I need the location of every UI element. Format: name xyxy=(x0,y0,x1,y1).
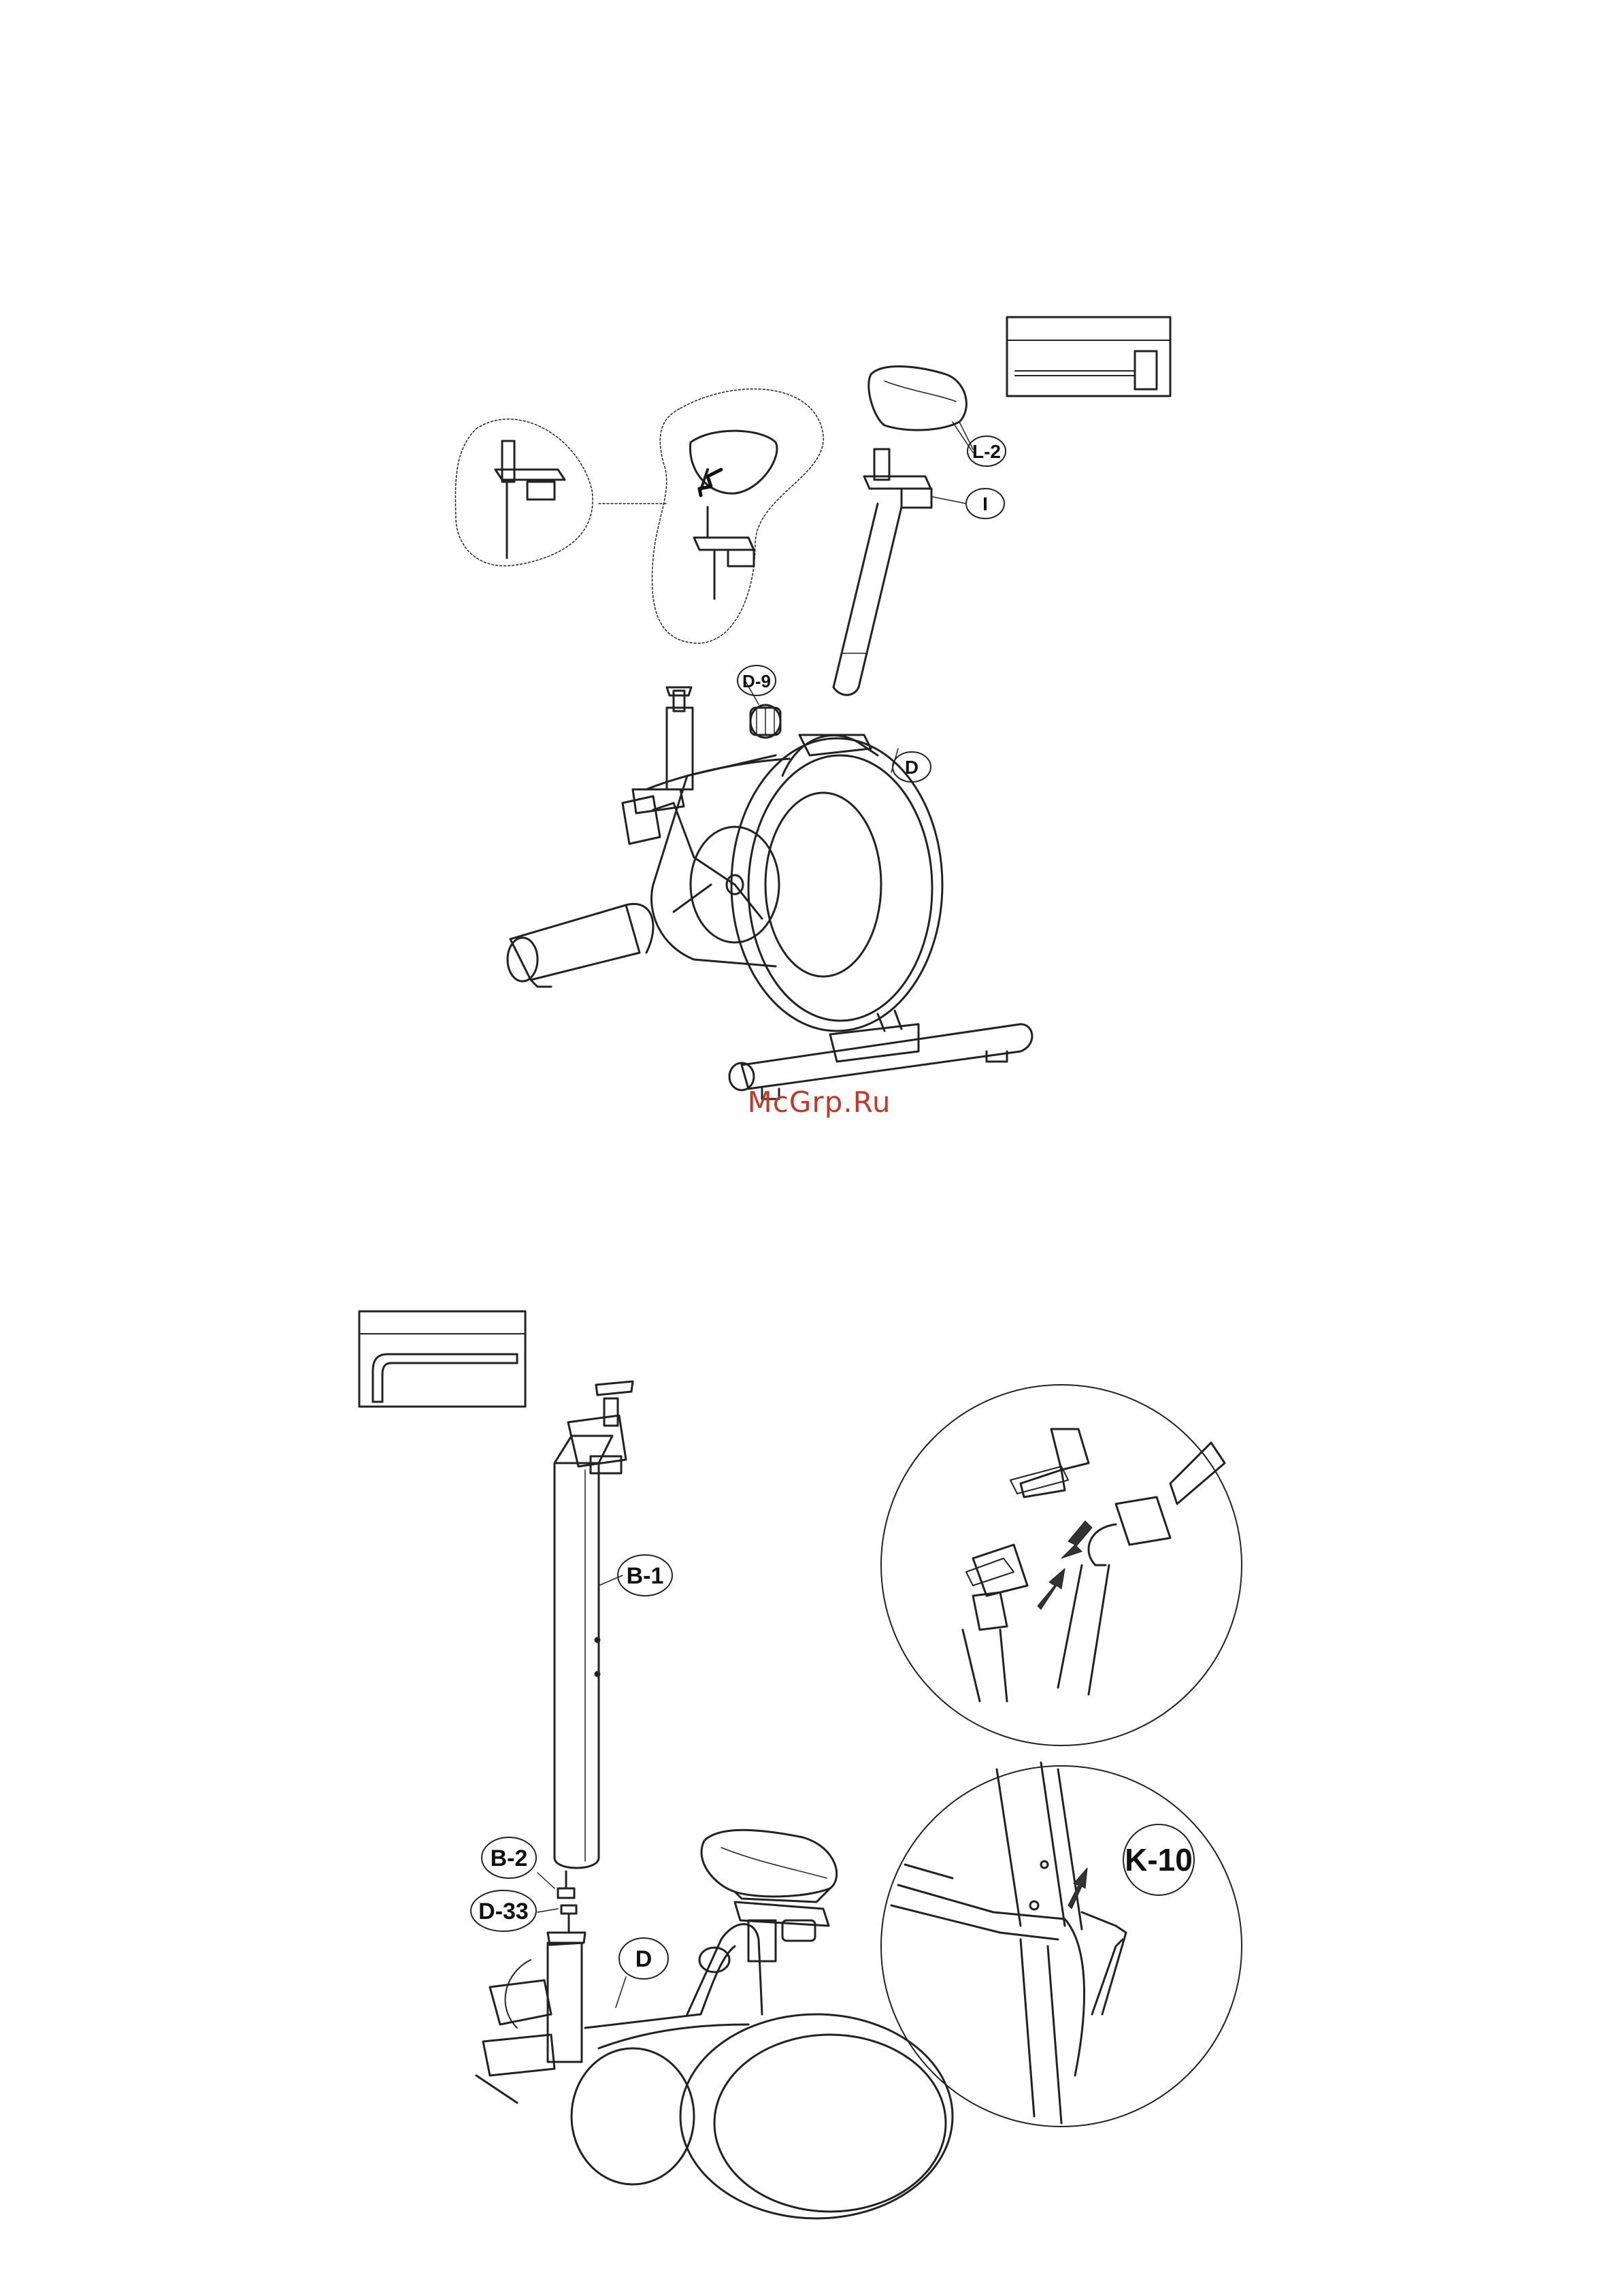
handlebar-post-step1 xyxy=(623,687,693,844)
bolt-detail xyxy=(881,1762,1242,2127)
svg-text:D: D xyxy=(635,1946,652,1972)
seat-post xyxy=(833,504,902,695)
callout-k10: K-10 xyxy=(1123,1824,1194,1895)
callout-b1: B-1 xyxy=(618,1555,672,1596)
callout-i: I xyxy=(966,489,1004,519)
arrow-down-icon xyxy=(1061,1521,1092,1558)
step2-tool-box xyxy=(359,1311,525,1407)
bike-frame-step2 xyxy=(476,1924,953,2219)
step1-tool-box xyxy=(1007,317,1170,396)
seat-detail-inset-middle xyxy=(652,389,824,644)
seat-slider xyxy=(864,449,966,508)
connector-d33 xyxy=(548,1905,585,1945)
callout-b2: B-2 xyxy=(482,1837,536,1878)
svg-text:D-9: D-9 xyxy=(742,671,771,691)
callout-d9: D-9 xyxy=(738,666,776,695)
seat-detail-inset-left xyxy=(455,419,593,566)
allen-key-detail-icon xyxy=(1082,1912,1126,2014)
step2-diagram xyxy=(359,1311,1242,2218)
callout-d-step2: D xyxy=(619,1938,668,1979)
wrench-icon xyxy=(1015,351,1157,389)
svg-text:K-10: K-10 xyxy=(1125,1842,1193,1877)
callout-d33: D-33 xyxy=(471,1890,536,1931)
saddle xyxy=(869,366,973,453)
connector-b2 xyxy=(558,1871,574,1898)
svg-text:I: I xyxy=(982,493,988,514)
handlebar-post-b1 xyxy=(555,1381,633,1868)
cable-connector-detail xyxy=(881,1385,1242,1745)
bike-frame-step1 xyxy=(646,735,942,1031)
callout-l2: L-2 xyxy=(968,436,1006,466)
front-stabilizer-step1 xyxy=(508,904,653,987)
svg-text:D: D xyxy=(905,757,919,778)
svg-text:D-33: D-33 xyxy=(478,1899,529,1924)
svg-text:B-2: B-2 xyxy=(491,1846,528,1871)
seat-knob xyxy=(750,705,780,738)
svg-text:B-1: B-1 xyxy=(627,1563,664,1589)
allen-key-icon xyxy=(373,1354,517,1402)
arrow-up-icon xyxy=(1038,1569,1065,1609)
svg-text:L-2: L-2 xyxy=(972,441,1001,462)
saddle-step2 xyxy=(701,1830,837,1961)
watermark: McGrp.Ru xyxy=(738,1082,901,1123)
step1-diagram xyxy=(455,317,1170,1099)
